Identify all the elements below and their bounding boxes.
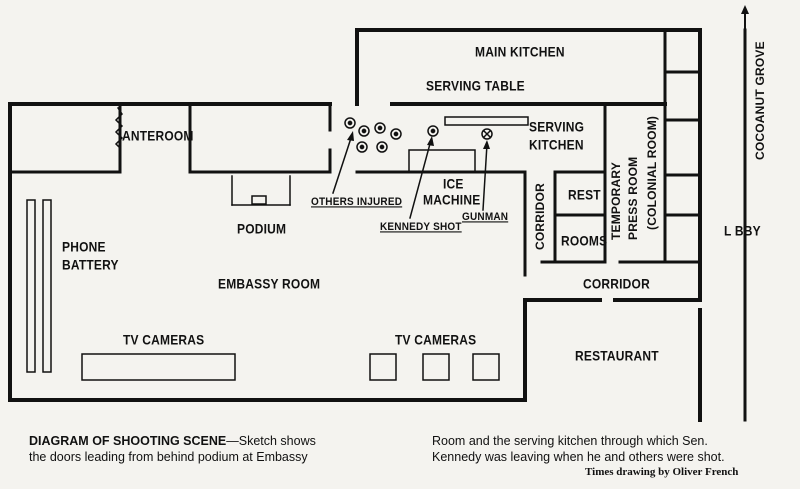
podium-area xyxy=(231,175,291,206)
corridor-horizontal-label: CORRIDOR xyxy=(583,276,650,292)
pointer-lines xyxy=(332,134,488,219)
podium-label: PODIUM xyxy=(237,221,287,237)
cocoanut-grove-label: COCOANUT GROVE xyxy=(753,41,767,160)
main-kitchen-label: MAIN KITCHEN xyxy=(475,44,565,60)
phone-battery xyxy=(26,199,52,373)
tv-cameras-left-label: TV CAMERAS xyxy=(123,332,205,348)
tv-cameras-right-label: TV CAMERAS xyxy=(395,332,477,348)
rest-label: REST xyxy=(568,187,601,203)
ice-machine-label-1: ICE xyxy=(443,176,464,192)
drawing-credit: Times drawing by Oliver French xyxy=(585,466,739,478)
kennedy-shot-label: KENNEDY SHOT xyxy=(380,221,462,234)
tv-camera-platform-right-1 xyxy=(369,353,397,381)
caption-left-line-2: the doors leading from behind podium at … xyxy=(29,450,308,464)
outer-walls xyxy=(8,28,702,422)
gunman-marker xyxy=(481,128,493,140)
ice-machine-label-2: MACHINE xyxy=(423,192,481,208)
corridor-vertical-label: CORRIDOR xyxy=(533,183,547,250)
kennedy-marker xyxy=(427,125,439,137)
victim-markers xyxy=(344,117,402,153)
ice-machine xyxy=(408,149,476,173)
serving-kitchen-label-2: KITCHEN xyxy=(529,137,584,153)
serving-table xyxy=(444,116,529,126)
caption-right-line-1: Room and the serving kitchen through whi… xyxy=(432,434,708,448)
rooms-label: ROOMS xyxy=(561,233,608,249)
anteroom-curtain xyxy=(114,106,124,150)
temporary-label: TEMPORARY xyxy=(609,161,623,240)
restaurant-label: RESTAURANT xyxy=(575,348,659,364)
tv-camera-platform-right-2 xyxy=(422,353,450,381)
colonial-room-label: (COLONIAL ROOM) xyxy=(645,115,659,230)
lobby-label: L BBY xyxy=(724,223,761,239)
anteroom-label: ANTEROOM xyxy=(122,128,194,144)
phone-battery-label-1: PHONE xyxy=(62,239,106,255)
caption-text-1: —Sketch shows xyxy=(226,434,316,448)
gunman-label: GUNMAN xyxy=(462,211,509,224)
caption-heading: DIAGRAM OF SHOOTING SCENE xyxy=(29,434,227,448)
grove-partitions xyxy=(663,70,702,217)
serving-kitchen-label-1: SERVING xyxy=(529,119,585,135)
embassy-room-label: EMBASSY ROOM xyxy=(218,276,321,292)
caption-left-line-1: DIAGRAM OF SHOOTING SCENE—Sketch shows xyxy=(29,434,316,449)
press-room-label: PRESS ROOM xyxy=(626,156,640,240)
tv-camera-platform-right-3 xyxy=(472,353,500,381)
serving-table-label: SERVING TABLE xyxy=(426,78,525,94)
others-injured-label: OTHERS INJURED xyxy=(311,196,403,209)
phone-battery-label-2: BATTERY xyxy=(62,257,119,273)
caption-right-line-2: Kennedy was leaving when he and others w… xyxy=(432,450,725,464)
tv-camera-platform-left xyxy=(81,353,236,381)
